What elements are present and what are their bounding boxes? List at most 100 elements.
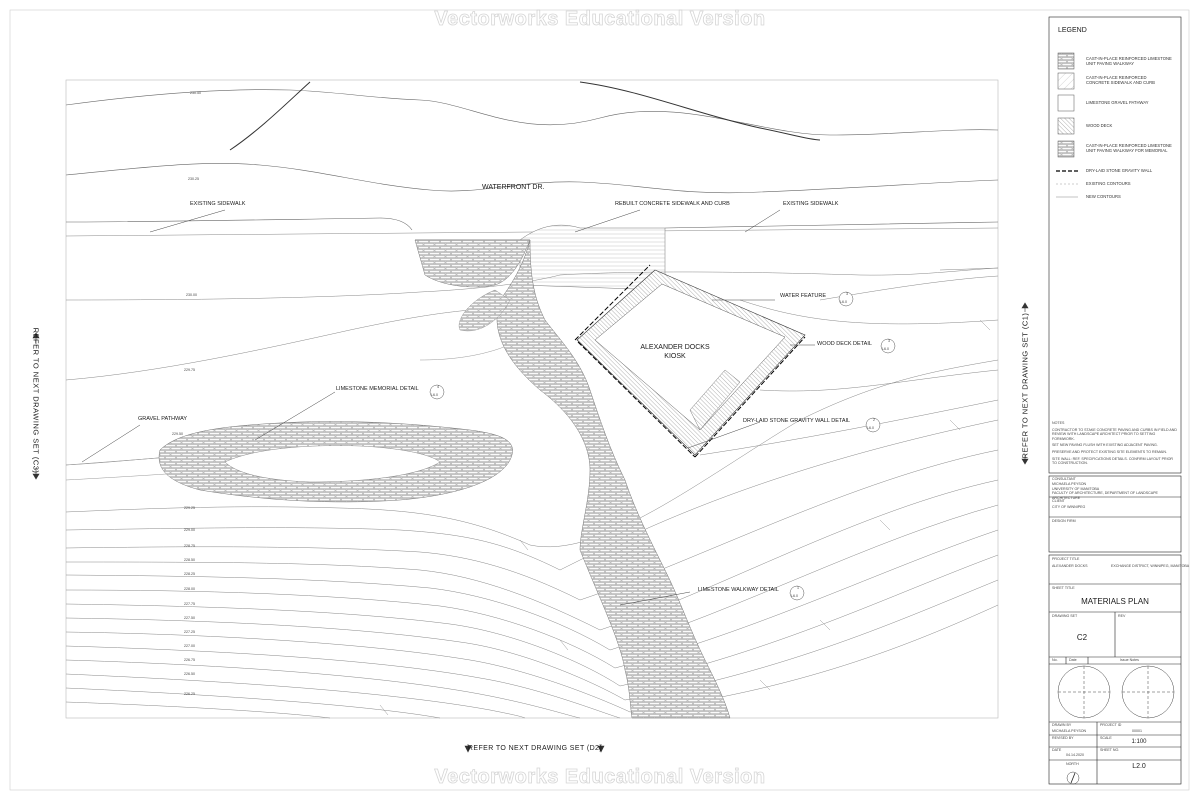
scale-label: SCALE [1100, 736, 1112, 740]
notes: NOTES CONTRACTOR TO STAKE CONCRETE PAVIN… [1052, 421, 1178, 466]
legend-item-line: UNIT PAVING WALKWAY FOR MEMORIAL [1086, 148, 1168, 154]
contour-label: 229.75 [184, 368, 195, 372]
legend-title: LEGEND [1058, 27, 1087, 34]
label-water-feature: WATER FEATURE [780, 293, 827, 299]
design-firm-label: DESIGN FIRM [1052, 519, 1076, 523]
kiosk-label-line2: KIOSK [664, 353, 686, 360]
sheet-no-label: SHEET NO. [1100, 748, 1120, 752]
swatch-limestone [1057, 52, 1075, 70]
contour-label: 227.50 [184, 616, 195, 620]
contour-label: 227.25 [184, 630, 195, 634]
tag-memorial-num: 4 [437, 385, 439, 389]
drawing-set: C2 [1076, 633, 1088, 642]
client-label: CLIENT [1052, 499, 1065, 503]
legend-item-line: CAST-IN-PLACE REINFORCED [1086, 75, 1147, 80]
note-item: SITE WALL: REF. SPECIFICATIONS DETAILS. … [1052, 456, 1174, 466]
sheet-title-label: SHEET TITLE [1052, 586, 1075, 590]
drawn-by: MICHAELA PEYSON [1052, 729, 1087, 733]
project-title-label: PROJECT TITLE [1052, 557, 1080, 561]
contour-label: 227.00 [184, 644, 195, 648]
consultant: MICHAELA PEYSON UNIVERSITY OF MANITOBA F… [1052, 482, 1178, 500]
legend-item-line: WOOD DECK [1086, 123, 1113, 128]
swatch-concrete [1057, 72, 1075, 90]
note-item: PRESERVE AND PROTECT EXISTING SITE ELEME… [1052, 449, 1167, 454]
legend-line-item: DRY-LAID STONE GRAVITY WALL [1086, 168, 1153, 173]
rev-label: REV [1118, 614, 1126, 618]
contour-label: 228.00 [184, 587, 195, 591]
legend-item: LIMESTONE GRAVEL PATHWAY [1086, 100, 1181, 105]
contour-label: 229.25 [184, 506, 195, 510]
issue-header-no: No. [1052, 658, 1058, 662]
tag-water-feature-sheet: L6.0 [840, 300, 847, 304]
contour-label: 228.50 [184, 558, 195, 562]
legend-line-item: NEW CONTOURS [1086, 194, 1121, 199]
contour-label: 229.00 [184, 528, 195, 532]
date: 04.14.2020 [1066, 753, 1084, 757]
note-item: CONTRACTOR TO STAKE CONCRETE PAVING AND … [1052, 427, 1177, 441]
legend-item-line: UNIT PAVING WALKWAY [1086, 61, 1135, 67]
legend-swatches [1056, 52, 1078, 198]
tag-gravity-wall-num: 2 [873, 418, 875, 422]
limestone-walkway [415, 239, 731, 719]
leaders [81, 209, 815, 606]
revised-by-label: REVISED BY [1052, 736, 1074, 740]
plan-viewport [65, 79, 999, 719]
detail-tag-circles [429, 291, 896, 601]
label-dry-laid-wall-detail: DRY-LAID STONE GRAVITY WALL DETAIL [743, 418, 851, 424]
contour-label: 226.50 [184, 672, 195, 676]
contour-label: 229.50 [172, 432, 183, 436]
swatch-wood-deck [1057, 117, 1075, 135]
tag-memorial-sheet: L6.0 [431, 393, 438, 397]
ref-left[interactable]: REFER TO NEXT DRAWING SET (C3) [31, 327, 41, 474]
tag-walkway-sheet: L6.0 [791, 594, 798, 598]
ref-bottom[interactable]: REFER TO NEXT DRAWING SET (D2) [467, 745, 603, 752]
note-item: SET NEW PAVING FLUSH WITH EXISTING ADJAC… [1052, 443, 1158, 448]
consultant-line: FACULTY OF ARCHITECTURE, DEPARTMENT OF L… [1052, 491, 1158, 500]
sheet-no: L2.0 [1132, 763, 1146, 770]
contour-label: 230.00 [186, 293, 197, 297]
contour-lines [65, 267, 999, 719]
project-location: EXCHANGE DISTRICT, WINNIPEG, MANITOBA [1111, 564, 1190, 568]
north-label: NORTH [1066, 762, 1079, 766]
contour-ticks [379, 319, 991, 716]
drawn-by-label: DRAWN BY [1052, 723, 1072, 727]
road-lines [65, 89, 999, 237]
walkway-spur [458, 289, 511, 332]
issue-circles [1057, 665, 1175, 719]
rebuilt-sidewalk-area [519, 224, 666, 291]
swatch-gravel [1057, 94, 1075, 112]
kiosk [574, 264, 806, 458]
client: CITY OF WINNIPEG [1052, 505, 1086, 509]
tag-wood-deck-num: 3 [888, 339, 890, 343]
ref-right[interactable]: REFER TO NEXT DRAWING SET (C1) [1020, 312, 1030, 459]
label-existing-sidewalk-left: EXISTING SIDEWALK [190, 201, 246, 207]
memorial-center [224, 445, 441, 483]
legend-item-line: CAST-IN-PLACE REINFORCED LIMESTONE [1086, 56, 1172, 61]
label-gravel-pathway: GRAVEL PATHWAY [138, 416, 187, 422]
label-wood-deck-detail: WOOD DECK DETAIL [817, 341, 872, 347]
contour-label: 226.75 [184, 658, 195, 662]
legend-item-line: CAST-IN-PLACE REINFORCED LIMESTONE [1086, 143, 1172, 148]
tag-water-feature-num: 3 [846, 292, 848, 296]
legend-item: CAST-IN-PLACE REINFORCED LIMESTONE UNIT … [1086, 56, 1181, 66]
legend-frame [1048, 16, 1182, 785]
contour-label: 227.75 [184, 602, 195, 606]
label-rebuilt-sidewalk: REBUILT CONCRETE SIDEWALK AND CURB [615, 201, 730, 207]
tag-wood-deck-sheet: L6.0 [882, 347, 889, 351]
kiosk-label: ALEXANDER DOCKS KIOSK [620, 343, 730, 361]
contour-label: 228.25 [184, 572, 195, 576]
legend-line-item: EXISTING CONTOURS [1086, 181, 1131, 186]
legend-item: CAST-IN-PLACE REINFORCED CONCRETE SIDEWA… [1086, 75, 1181, 85]
project-title: ALEXANDER DOCKS [1052, 564, 1088, 568]
legend-item-line: LIMESTONE GRAVEL PATHWAY [1086, 100, 1149, 105]
contour-label: 230.50 [190, 91, 201, 95]
swatch-memorial [1057, 140, 1075, 158]
project-id: 00001 [1132, 729, 1142, 733]
contour-label: 230.25 [188, 177, 199, 181]
consultant-label: CONSULTANT [1052, 477, 1076, 481]
label-limestone-walkway-detail: LIMESTONE WALKWAY DETAIL [698, 587, 779, 593]
project-id-label: PROJECT ID [1100, 723, 1122, 727]
contour-label: 228.75 [184, 544, 195, 548]
issue-header-notes: Issue Notes [1120, 658, 1139, 662]
